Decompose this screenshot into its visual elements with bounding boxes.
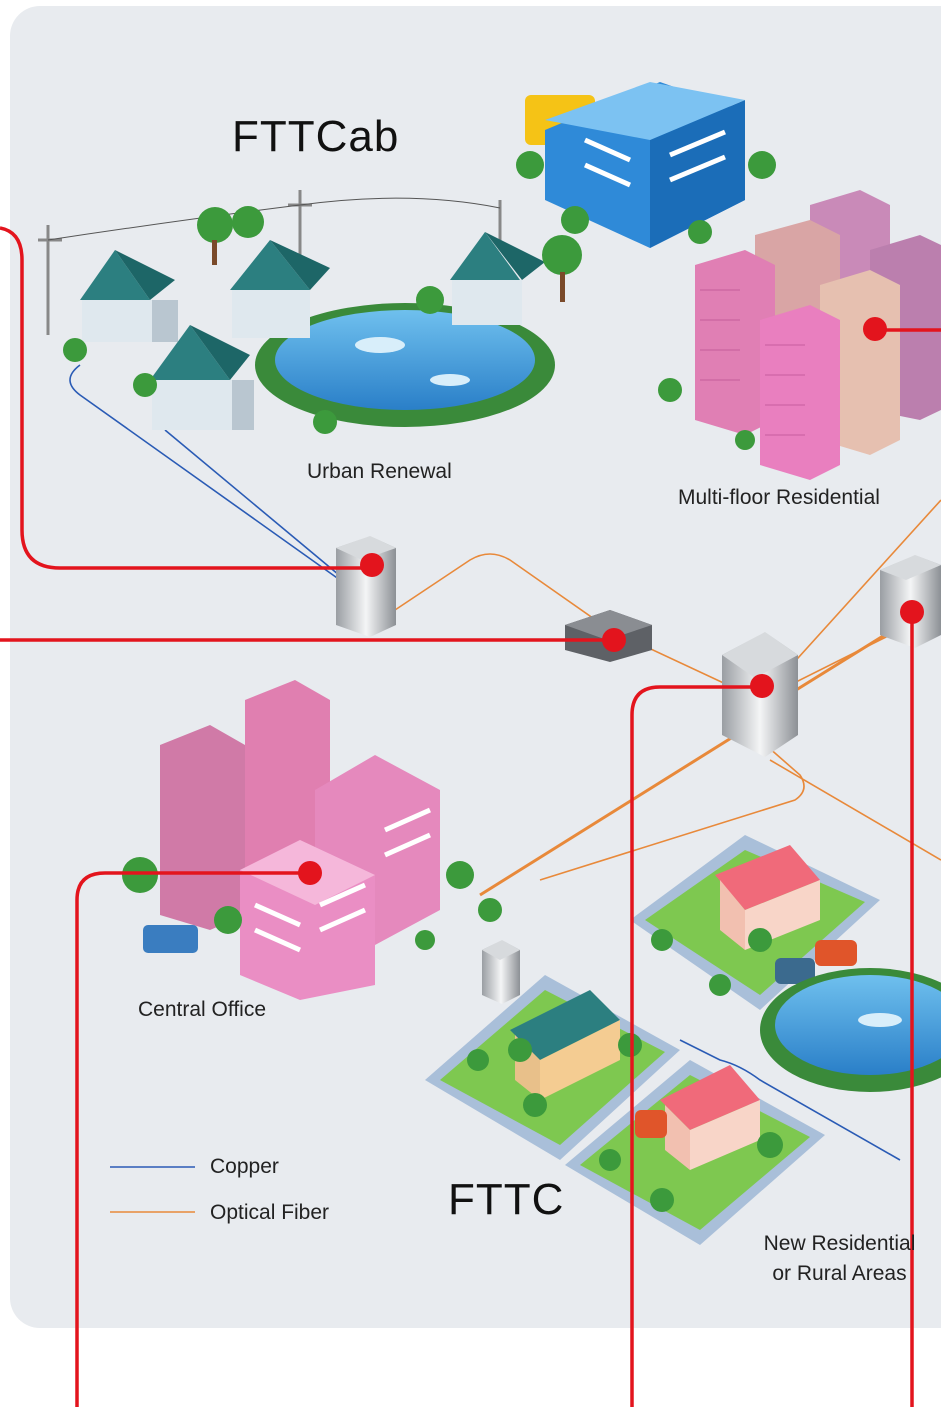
callout-dot-splitter: [602, 628, 626, 652]
central-office-label: Central Office: [138, 998, 266, 1021]
legend-copper-label: Copper: [210, 1155, 279, 1178]
urban-renewal-label: Urban Renewal: [307, 460, 452, 483]
fttc-title: FTTC: [448, 1175, 565, 1224]
legend-fiber-label: Optical Fiber: [210, 1201, 330, 1224]
multi-floor-residential-label: Multi-floor Residential: [678, 486, 880, 509]
new-residential-line2: or Rural Areas: [772, 1262, 907, 1285]
callout-lines: [0, 226, 941, 1407]
office-building-illustration: [516, 82, 776, 248]
optical-fiber-lines: [394, 499, 941, 897]
callout-dot-right-cabinet: [900, 600, 924, 624]
central-office-illustration: [122, 680, 502, 1000]
callout-dot-fttcab-cabinet: [360, 553, 384, 577]
callout-dot-central-office: [298, 861, 322, 885]
copper-lines: [69, 364, 901, 1161]
callout-dot-center-cabinet: [750, 674, 774, 698]
new-residential-illustration: [425, 835, 941, 1245]
urban-renewal-illustration: [38, 190, 582, 434]
new-residential-line1: New Residential: [763, 1232, 916, 1255]
new-residential-label: New Residential or Rural Areas: [752, 1232, 927, 1286]
street-cabinet-fttcab: [336, 536, 396, 637]
street-cabinet-fttc: [482, 940, 520, 1004]
callout-dots: [298, 317, 924, 885]
callout-dot-residential: [863, 317, 887, 341]
multi-floor-residential-illustration: [658, 190, 941, 480]
fttcab-title: FTTCab: [232, 112, 400, 161]
legend: [110, 1166, 195, 1213]
